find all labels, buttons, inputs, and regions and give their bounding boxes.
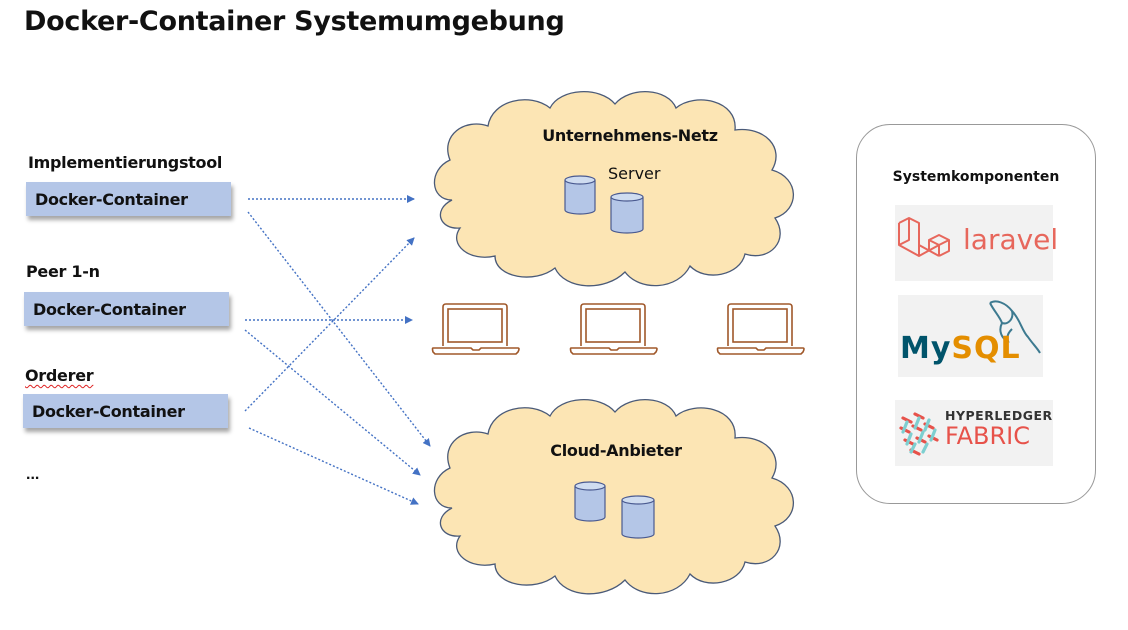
cloud-anbieter xyxy=(433,399,795,595)
arrow-orderer-to-enterprise xyxy=(244,237,415,412)
laravel-icon xyxy=(898,217,950,257)
connection-arrows xyxy=(244,195,431,505)
database-icon xyxy=(574,481,606,522)
database-icon xyxy=(610,192,644,234)
group-label-implementierungstool: Implementierungstool xyxy=(28,153,223,172)
components-panel: Systemkomponenten laravel MySQL xyxy=(856,124,1096,504)
server-label: Server xyxy=(608,164,661,183)
arrow-impl-to-cloud xyxy=(247,211,431,447)
docker-container-implementierungstool[interactable]: Docker-Container xyxy=(26,182,231,216)
container-label: Docker-Container xyxy=(35,189,188,209)
laptop-icon xyxy=(569,303,658,355)
database-icon xyxy=(564,175,596,215)
cloud-label-enterprise: Unternehmens-Netz xyxy=(542,126,718,145)
fabric-icon xyxy=(899,412,939,456)
mysql-text: MySQL xyxy=(900,331,1021,366)
laravel-text: laravel xyxy=(963,223,1059,256)
fabric-text: FABRIC xyxy=(945,422,1030,450)
group-label-orderer: Orderer xyxy=(25,366,94,385)
arrow-peer-to-cloud xyxy=(244,329,421,476)
laravel-logo: laravel xyxy=(895,205,1058,281)
docker-container-peer[interactable]: Docker-Container xyxy=(24,292,229,326)
database-icon xyxy=(621,495,655,539)
arrow-orderer-to-cloud xyxy=(248,427,419,505)
mysql-logo: MySQL xyxy=(898,295,1043,377)
more-ellipsis: ... xyxy=(26,466,40,483)
hyperledger-text: HYPERLEDGER xyxy=(945,408,1053,423)
panel-title: Systemkomponenten xyxy=(892,169,1060,185)
cloud-unternehmens-netz xyxy=(433,91,795,287)
container-label: Docker-Container xyxy=(32,401,185,421)
group-label-peer: Peer 1-n xyxy=(26,262,100,281)
page-title: Docker-Container Systemumgebung xyxy=(24,6,565,37)
container-label: Docker-Container xyxy=(33,299,186,319)
laptop-icon xyxy=(716,303,805,355)
dolphin-icon xyxy=(989,300,1041,354)
hyperledger-fabric-logo: HYPERLEDGER FABRIC xyxy=(895,400,1053,466)
cloud-label-provider: Cloud-Anbieter xyxy=(550,441,682,460)
docker-container-orderer[interactable]: Docker-Container xyxy=(23,394,228,428)
laptop-icon xyxy=(431,303,520,355)
